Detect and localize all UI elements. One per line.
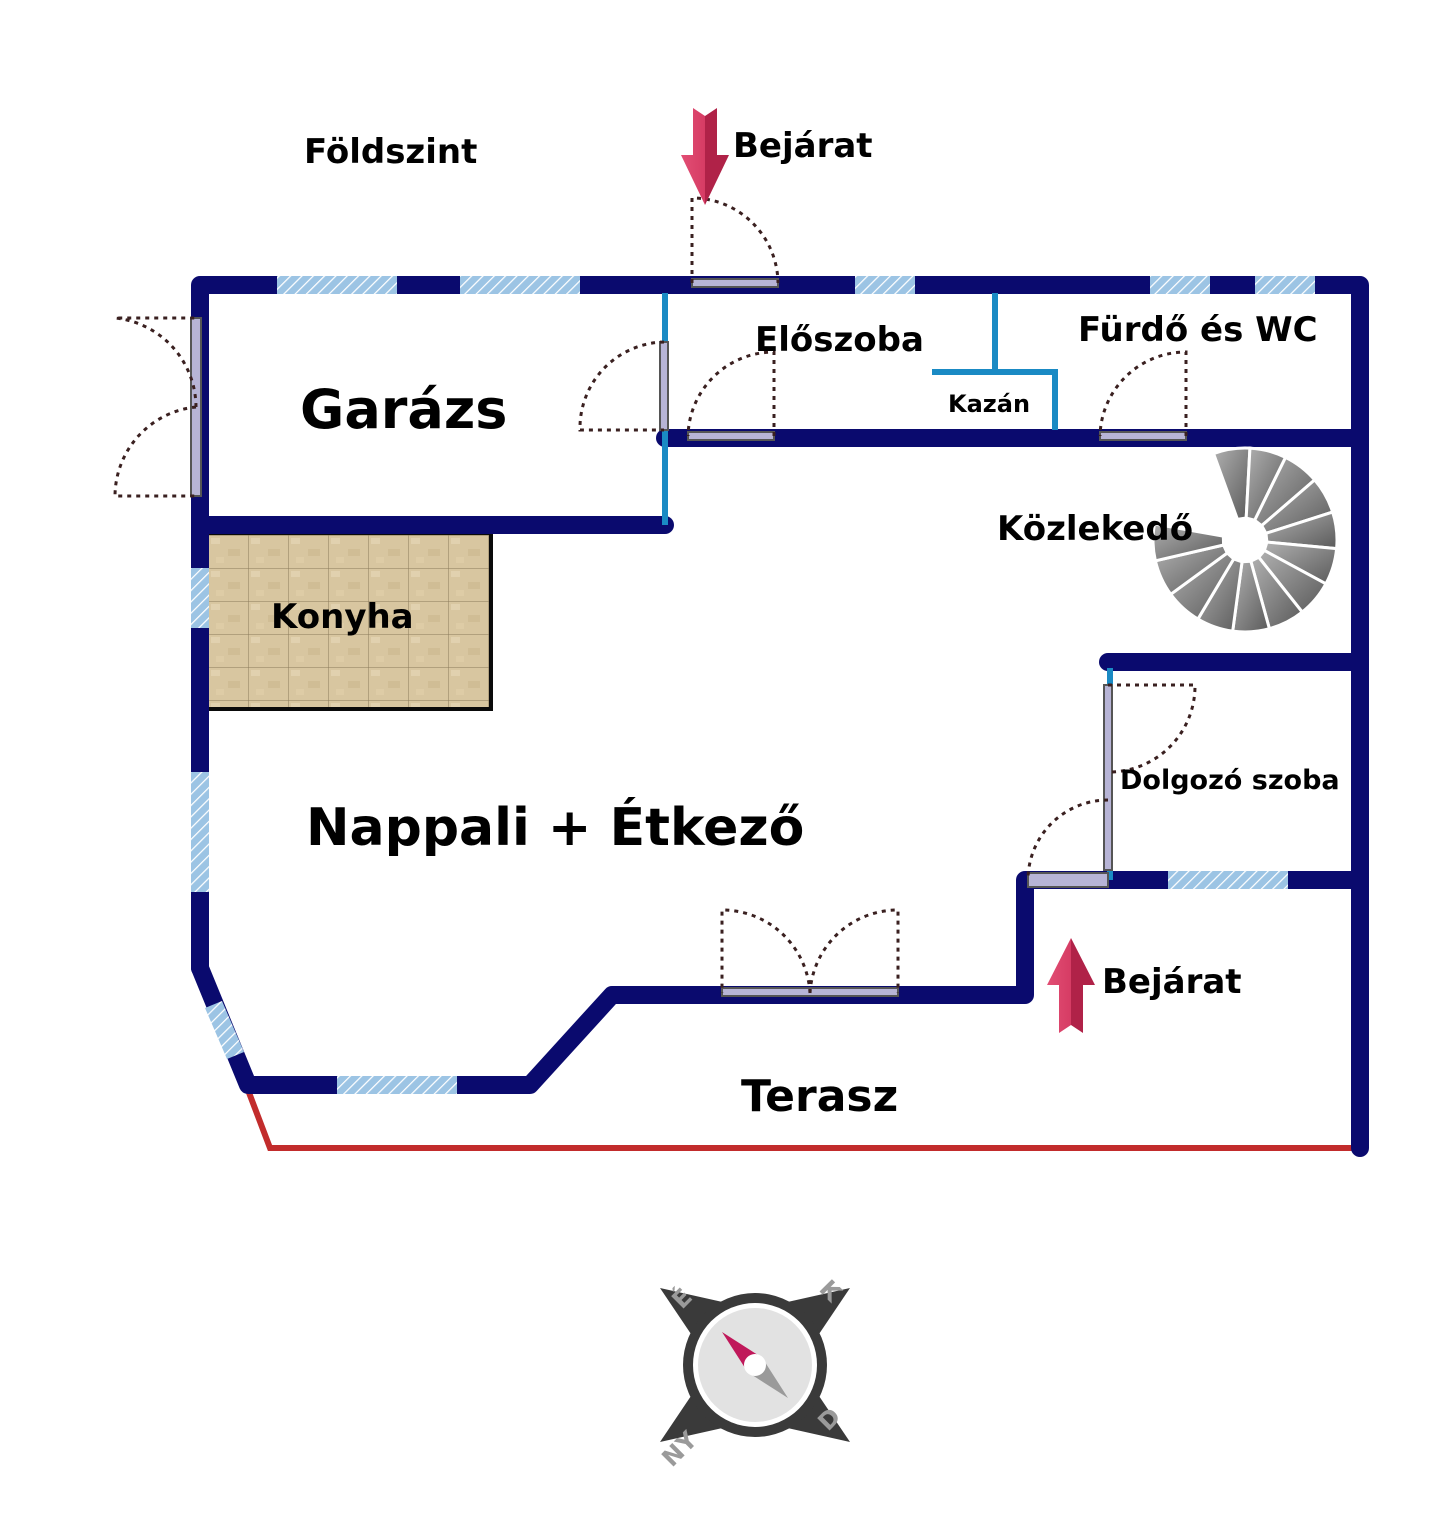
entrance-arrow-right [1047, 938, 1095, 1033]
room-label-hall: Előszoba [755, 320, 924, 360]
partitions [662, 293, 1113, 880]
windows [191, 276, 1315, 1094]
room-label-boiler: Kazán [948, 390, 1030, 418]
door-swings [113, 196, 1197, 994]
room-label-kitchen: Konyha [271, 597, 414, 637]
room-label-study: Dolgozó szoba [1120, 765, 1340, 796]
room-label-living: Nappali + Étkező [306, 797, 804, 858]
room-label-corridor: Közlekedő [997, 509, 1193, 549]
spiral-staircase [1151, 446, 1339, 634]
entrance-arrow-top [681, 108, 729, 205]
stair-step [1211, 446, 1252, 521]
room-label-garage: Garázs [300, 378, 507, 441]
stair-step [1151, 522, 1226, 563]
room-label-terrace: Terasz [741, 1071, 898, 1122]
entrance-right-label: Bejárat [1102, 962, 1242, 1002]
floor-title: Földszint [304, 132, 477, 172]
room-label-bath: Fürdő és WC [1078, 310, 1318, 350]
compass [660, 1288, 850, 1442]
terrace-boundary [245, 1088, 1360, 1151]
kitchen-floor [204, 531, 493, 711]
entrance-top-label: Bejárat [733, 126, 873, 166]
